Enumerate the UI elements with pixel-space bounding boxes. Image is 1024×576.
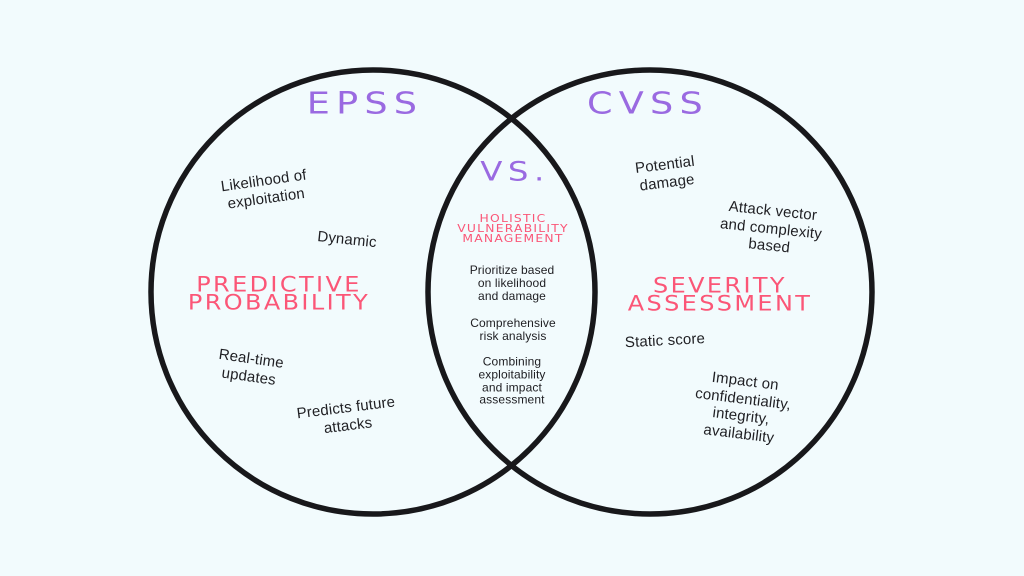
center-item-combining: Combining exploitability and impact asse…	[478, 354, 546, 407]
left-heading-predictive-probability: PREDICTIVE PROBABILITY	[187, 272, 371, 314]
center-item-prioritize: Prioritize based on likelihood and damag…	[469, 262, 555, 303]
right-item-potential: Potential damage	[634, 152, 696, 195]
cvss-title: CVSS	[587, 86, 709, 122]
right-circle	[425, 67, 875, 517]
vs-label: VS.	[480, 156, 550, 188]
right-heading-severity-assessment: SEVERITY ASSESSMENT	[627, 273, 813, 315]
epss-title: EPSS	[306, 86, 424, 122]
center-item-comprehensive: Comprehensive risk analysis	[470, 316, 556, 343]
center-heading-holistic: HOLISTIC VULNERABILITY MANAGEMENT	[457, 211, 569, 246]
left-circle	[148, 67, 598, 517]
right-item-attack-vector: Attack vector and complexity based	[719, 197, 823, 257]
right-item-impact: Impact on confidentiality, integrity, av…	[694, 368, 792, 447]
